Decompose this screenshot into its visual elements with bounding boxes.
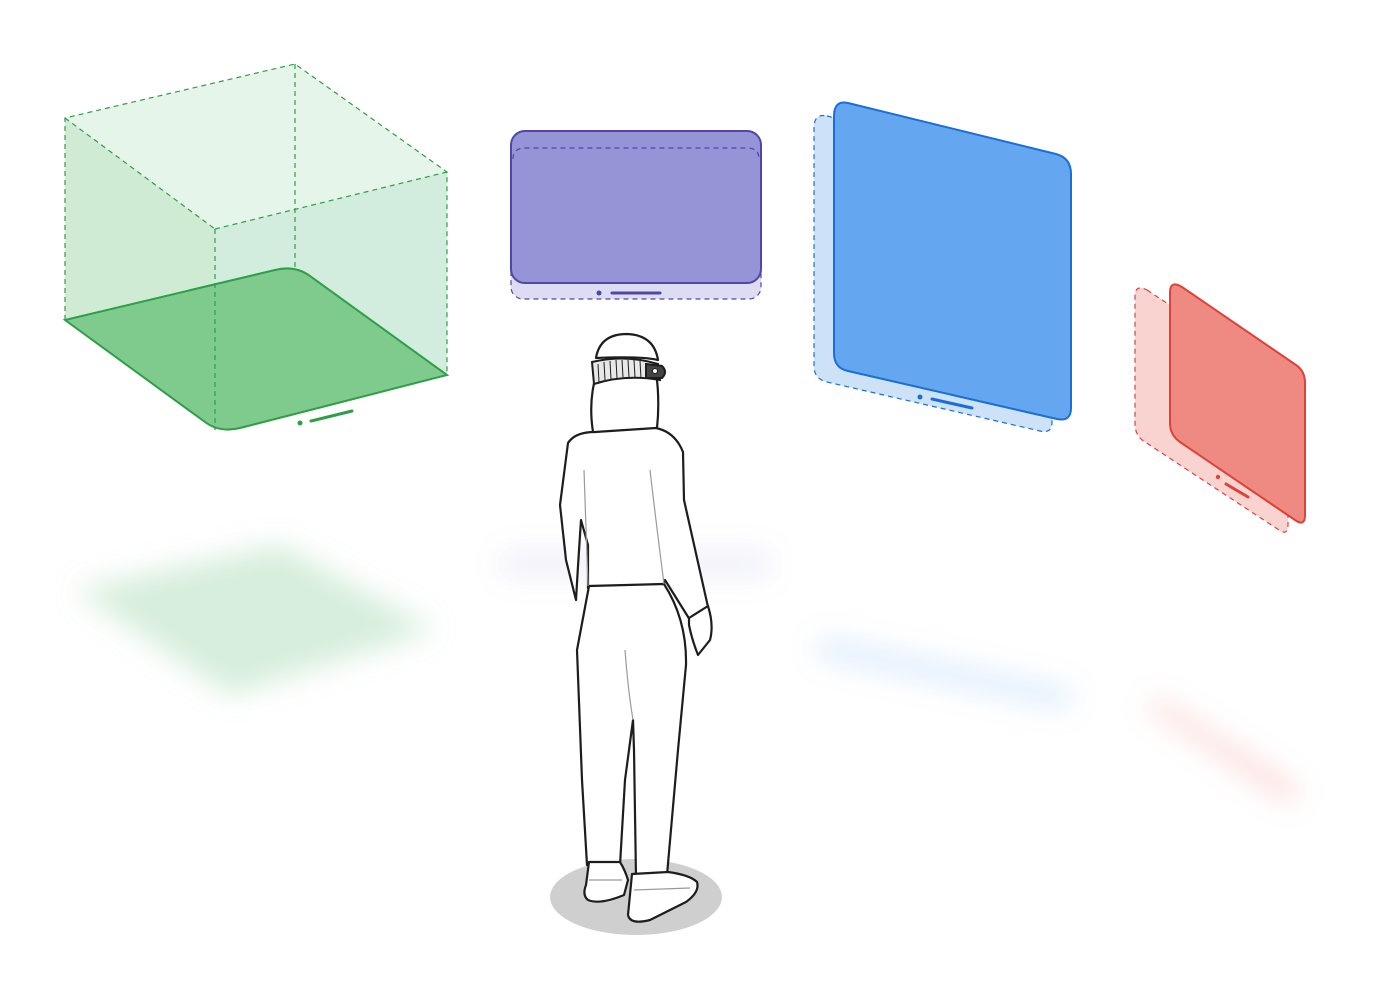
person-shoe-left (583, 860, 630, 903)
flat-panel-right (813, 101, 1072, 433)
person-shoe-right (626, 870, 699, 923)
flat-panel-front (510, 130, 762, 300)
blue-handle-bar[interactable] (930, 397, 974, 410)
person-detail-lines (583, 469, 691, 891)
blue-reflection (818, 638, 1070, 708)
person-with-headset-icon (550, 332, 722, 935)
volume-dashed-edges (64, 63, 448, 430)
volume-panel (62, 63, 450, 431)
person-legs (575, 582, 688, 879)
flat-panel-far-right (1134, 283, 1306, 533)
headset-ribs (597, 359, 642, 383)
volume-floor (62, 267, 450, 431)
red-handle-bar[interactable] (1224, 482, 1250, 499)
person-head (594, 332, 660, 362)
person-torso (558, 426, 710, 622)
green-reflection (75, 545, 435, 695)
blue-panel-surface[interactable] (833, 101, 1072, 421)
blue-handle-dot[interactable] (917, 394, 923, 400)
purple-panel-surface[interactable] (510, 130, 762, 284)
floor-reflections (75, 545, 1300, 802)
volume-handle-bar[interactable] (309, 409, 354, 423)
headset (590, 357, 666, 386)
red-panel-surface[interactable] (1169, 283, 1306, 524)
red-handle-dot[interactable] (1215, 474, 1221, 480)
purple-handle-dot[interactable] (596, 290, 602, 296)
purple-panel-dashed-inner (512, 147, 760, 160)
volume-top-face (65, 64, 447, 229)
red-reflection (1145, 700, 1300, 802)
person-hand (687, 604, 713, 657)
volume-handle-dot[interactable] (297, 420, 303, 426)
headset-band (590, 357, 662, 386)
